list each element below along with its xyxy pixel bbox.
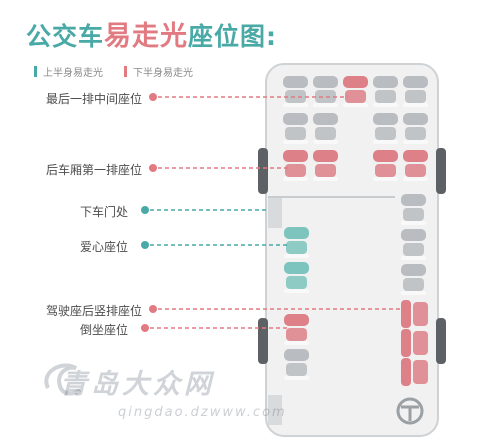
watermark-name: 青岛大众网 bbox=[60, 369, 215, 400]
title-part1: 公交车 bbox=[26, 22, 105, 51]
callout-dot-behind-driver bbox=[149, 305, 157, 313]
callout-label-rear-first-row: 后车厢第一排座位 bbox=[45, 163, 142, 177]
legend-lower-swatch bbox=[124, 66, 127, 77]
entry-door-panel bbox=[268, 395, 282, 425]
legend-lower: 下半身易走光 bbox=[124, 64, 193, 79]
front-right-wheel bbox=[436, 318, 446, 364]
diagram-title: 公交车易走光座位图: bbox=[26, 14, 277, 53]
callout-dot-priority-seat bbox=[141, 241, 149, 249]
watermark-logo-icon bbox=[44, 363, 82, 396]
legend-upper-swatch bbox=[34, 66, 37, 77]
exit-door-panel bbox=[268, 198, 282, 228]
callout-label-backward-seat: 倒坐座位 bbox=[79, 323, 128, 337]
steering-wheel-icon bbox=[396, 397, 424, 425]
callout-dot-exit-door bbox=[141, 206, 149, 214]
title-part2: 座位图: bbox=[188, 22, 278, 51]
seat-behind-driver-3 bbox=[401, 358, 428, 386]
legend-upper: 上半身易走光 bbox=[34, 64, 103, 79]
callout-dot-rear-first-row bbox=[149, 164, 157, 172]
callout-label-behind-driver: 驾驶座后竖排座位 bbox=[45, 304, 142, 318]
watermark-url: qingdao.dzwww.com bbox=[118, 405, 287, 420]
front-left-wheel bbox=[258, 318, 268, 364]
legend-upper-label: 上半身易走光 bbox=[43, 68, 103, 79]
rear-left-wheel bbox=[258, 148, 268, 194]
callout-dot-backward-seat bbox=[141, 324, 149, 332]
callout-dot-last-row-middle bbox=[149, 93, 157, 101]
title-highlight: 易走光 bbox=[104, 21, 189, 52]
callout-label-priority-seat: 爱心座位 bbox=[79, 240, 128, 254]
legend-lower-label: 下半身易走光 bbox=[133, 68, 193, 79]
rear-right-wheel bbox=[436, 148, 446, 194]
seat-behind-driver-2 bbox=[401, 329, 428, 357]
callout-label-last-row-middle: 最后一排中间座位 bbox=[45, 92, 142, 106]
callout-label-exit-door: 下车门处 bbox=[79, 205, 128, 219]
seat-behind-driver-1 bbox=[401, 300, 428, 328]
